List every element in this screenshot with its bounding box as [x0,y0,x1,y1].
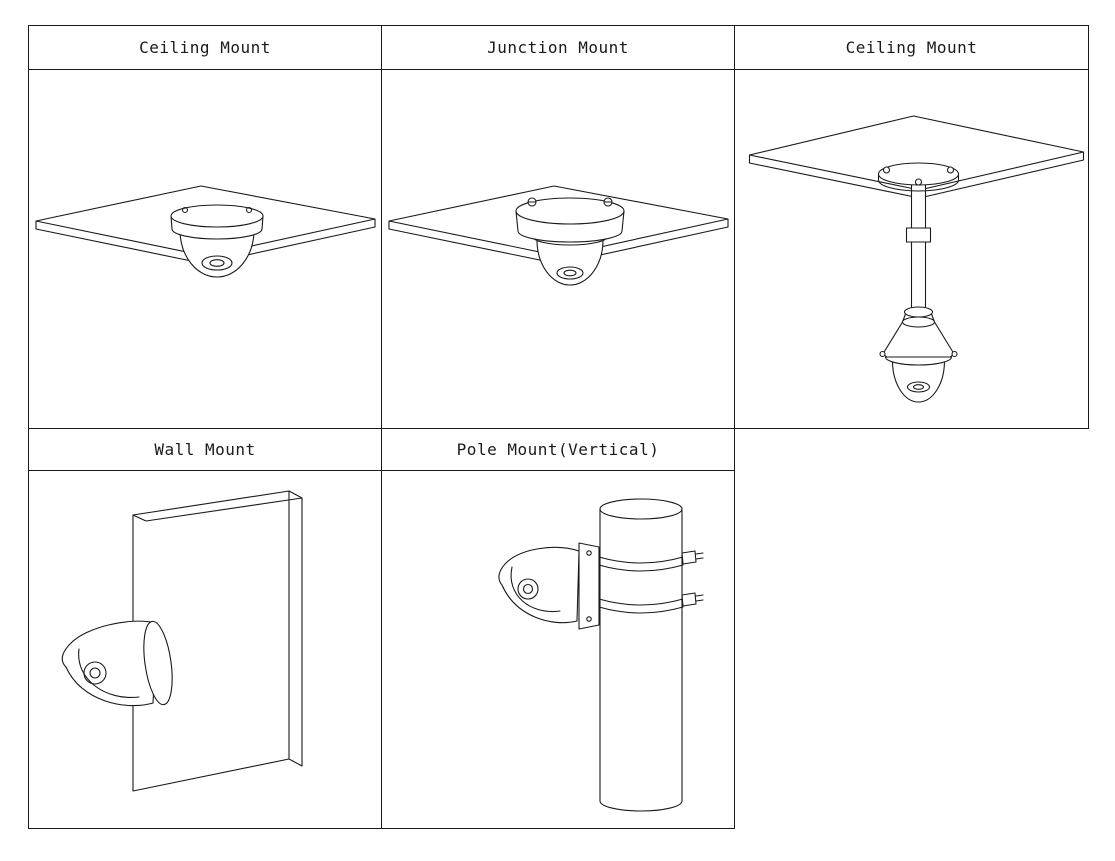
ceiling-pendant-drawing [748,115,1085,403]
junction-box-dome-camera [515,197,625,286]
mounting-straps [598,550,704,614]
panel-title-pole-mount-vertical: Pole Mount(Vertical) [382,429,734,471]
dome-camera-side-view [498,546,580,624]
panel-title-ceiling-mount-2: Ceiling Mount [735,26,1088,70]
panel-ceiling-mount-1: Ceiling Mount [28,25,382,429]
dome-camera [170,204,264,278]
pendant-dome-camera [879,306,958,403]
panel-pole-mount-vertical: Pole Mount(Vertical) [381,428,735,829]
pole-bracket [578,542,600,630]
panel-title-junction-mount: Junction Mount [382,26,734,70]
junction-mount-drawing [388,185,729,286]
pole-mount-drawing [498,498,704,812]
wall-mount-drawing [61,490,303,792]
junction-mount-illustration [382,70,734,428]
panel-title-wall-mount: Wall Mount [29,429,381,471]
ceiling-mount-drawing-1 [35,185,376,278]
pole [599,498,683,812]
pole-mount-illustration [382,471,734,828]
mounting-plate [877,162,960,192]
wall-mount-illustration [29,471,381,828]
panel-title-ceiling-mount-1: Ceiling Mount [29,26,381,70]
panel-wall-mount: Wall Mount [28,428,382,829]
dome-camera-side-view [61,620,173,707]
ceiling-mount-illustration-1 [29,70,381,428]
panel-junction-mount: Junction Mount [381,25,735,429]
panel-ceiling-mount-2: Ceiling Mount [734,25,1089,429]
ceiling-pendant-illustration [735,70,1088,428]
pendant-pipe [905,179,932,311]
